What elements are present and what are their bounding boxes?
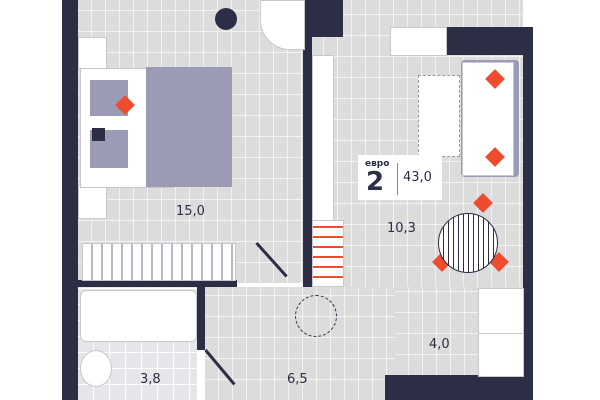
- balcony-bench: [390, 27, 447, 56]
- hallway-area: 6,5: [287, 372, 308, 387]
- living-area: 10,3: [387, 221, 416, 236]
- bed-blanket: [146, 67, 232, 187]
- apartment-badge: евро 2 43,0: [358, 155, 442, 200]
- wall-top-right: [445, 27, 533, 55]
- wall-bottom-right: [385, 375, 533, 400]
- room-count: 2: [366, 167, 385, 197]
- dining-table: [438, 213, 498, 273]
- sink: [80, 350, 112, 387]
- bedroom-wardrobe: [82, 243, 236, 281]
- chair-icon: [215, 8, 237, 30]
- wall-left: [62, 0, 78, 400]
- shelf: [312, 220, 344, 287]
- bathtub: [80, 290, 197, 342]
- bedroom-area: 15,0: [176, 204, 205, 219]
- tv-stand: [312, 55, 334, 222]
- total-area: 43,0: [403, 170, 432, 185]
- cushion-icon: [92, 128, 105, 141]
- wall-bathroom-right: [197, 287, 205, 350]
- apartment-type: евро: [365, 159, 390, 169]
- stove: [478, 333, 524, 377]
- wall-bedroom-bottom: [62, 280, 237, 287]
- bathroom-area: 3,8: [140, 372, 161, 387]
- kitchen-area: 4,0: [429, 337, 450, 352]
- fridge: [478, 288, 524, 335]
- divider: [397, 163, 398, 195]
- plant-icon: [295, 295, 337, 337]
- wall-right: [523, 27, 533, 400]
- nightstand-bottom: [78, 185, 107, 219]
- rug: [418, 75, 460, 157]
- wall-top-mid: [303, 0, 343, 37]
- wall-bedroom-living: [303, 0, 312, 287]
- nightstand-top: [78, 37, 107, 69]
